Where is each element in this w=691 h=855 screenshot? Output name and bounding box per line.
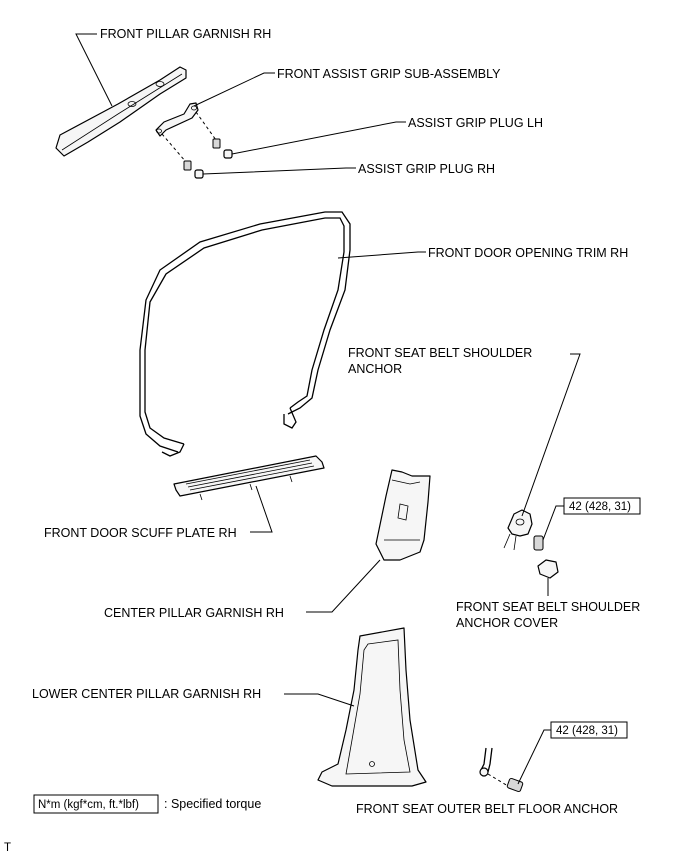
- lower-center-pillar-garnish-leader: [284, 693, 355, 707]
- legend-unit-text: N*m (kgf*cm, ft.*lbf): [38, 799, 139, 811]
- front-door-scuff-plate-part: [173, 455, 325, 501]
- lower-center-pillar-garnish-label: LOWER CENTER PILLAR GARNISH RH: [32, 687, 261, 701]
- lower-center-pillar-garnish-part: [317, 627, 427, 787]
- front-pillar-garnish-label: FRONT PILLAR GARNISH RH: [100, 27, 271, 41]
- corner-mark: T: [4, 842, 11, 854]
- assist-grip-plug-lh-part: [223, 149, 233, 159]
- floor-anchor-bolt: [506, 777, 524, 793]
- shoulder-anchor-torque-leader: [542, 505, 564, 541]
- assist-grip-screw-line-rh: [161, 133, 187, 163]
- center-pillar-garnish-part: [375, 469, 431, 561]
- front-assist-grip-label: FRONT ASSIST GRIP SUB-ASSEMBLY: [277, 67, 501, 81]
- shoulder-anchor-bolt: [533, 535, 544, 551]
- assist-grip-plug-rh-leader: [202, 167, 356, 175]
- anchor-cover-label-line1: FRONT SEAT BELT SHOULDER: [456, 600, 640, 614]
- front-assist-grip-leader: [193, 72, 275, 107]
- front-pillar-garnish-leader: [75, 33, 113, 107]
- assist-grip-plug-lh-leader: [231, 121, 406, 155]
- assist-grip-screw-rh: [183, 160, 192, 171]
- shoulder-anchor-label-line2: ANCHOR: [348, 362, 402, 376]
- legend-unit-box: [33, 794, 159, 814]
- shoulder-anchor-torque-value: 42 (428, 31): [569, 501, 631, 513]
- front-door-opening-trim-label: FRONT DOOR OPENING TRIM RH: [428, 246, 628, 260]
- shoulder-anchor-leader: [521, 353, 581, 517]
- assist-grip-plug-lh-label: ASSIST GRIP PLUG LH: [408, 116, 543, 130]
- floor-anchor-torque-leader: [517, 729, 551, 785]
- shoulder-anchor-label-line1: FRONT SEAT BELT SHOULDER: [348, 346, 532, 360]
- floor-anchor-label: FRONT SEAT OUTER BELT FLOOR ANCHOR: [356, 802, 618, 816]
- anchor-cover-label-line2: ANCHOR COVER: [456, 616, 558, 630]
- front-pillar-garnish-part: [55, 66, 187, 157]
- assist-grip-plug-rh-label: ASSIST GRIP PLUG RH: [358, 162, 495, 176]
- front-door-scuff-plate-leader: [250, 485, 273, 533]
- front-assist-grip-part: [155, 102, 199, 137]
- floor-anchor-part: [479, 747, 493, 777]
- assist-grip-plug-rh-part: [194, 169, 204, 179]
- center-pillar-garnish-label: CENTER PILLAR GARNISH RH: [104, 606, 284, 620]
- center-pillar-garnish-leader: [306, 559, 381, 613]
- shoulder-anchor-part: [503, 509, 533, 551]
- floor-anchor-bolt-line: [487, 773, 509, 787]
- legend-description: : Specified torque: [164, 797, 261, 811]
- front-door-scuff-plate-label: FRONT DOOR SCUFF PLATE RH: [44, 526, 237, 540]
- assist-grip-screw-lh: [212, 138, 221, 149]
- front-door-opening-trim-leader: [337, 251, 426, 259]
- floor-anchor-torque-value: 42 (428, 31): [556, 725, 618, 737]
- anchor-cover-part: [537, 559, 559, 579]
- front-door-opening-trim-part: [139, 211, 351, 457]
- assist-grip-screw-line-lh: [195, 111, 217, 141]
